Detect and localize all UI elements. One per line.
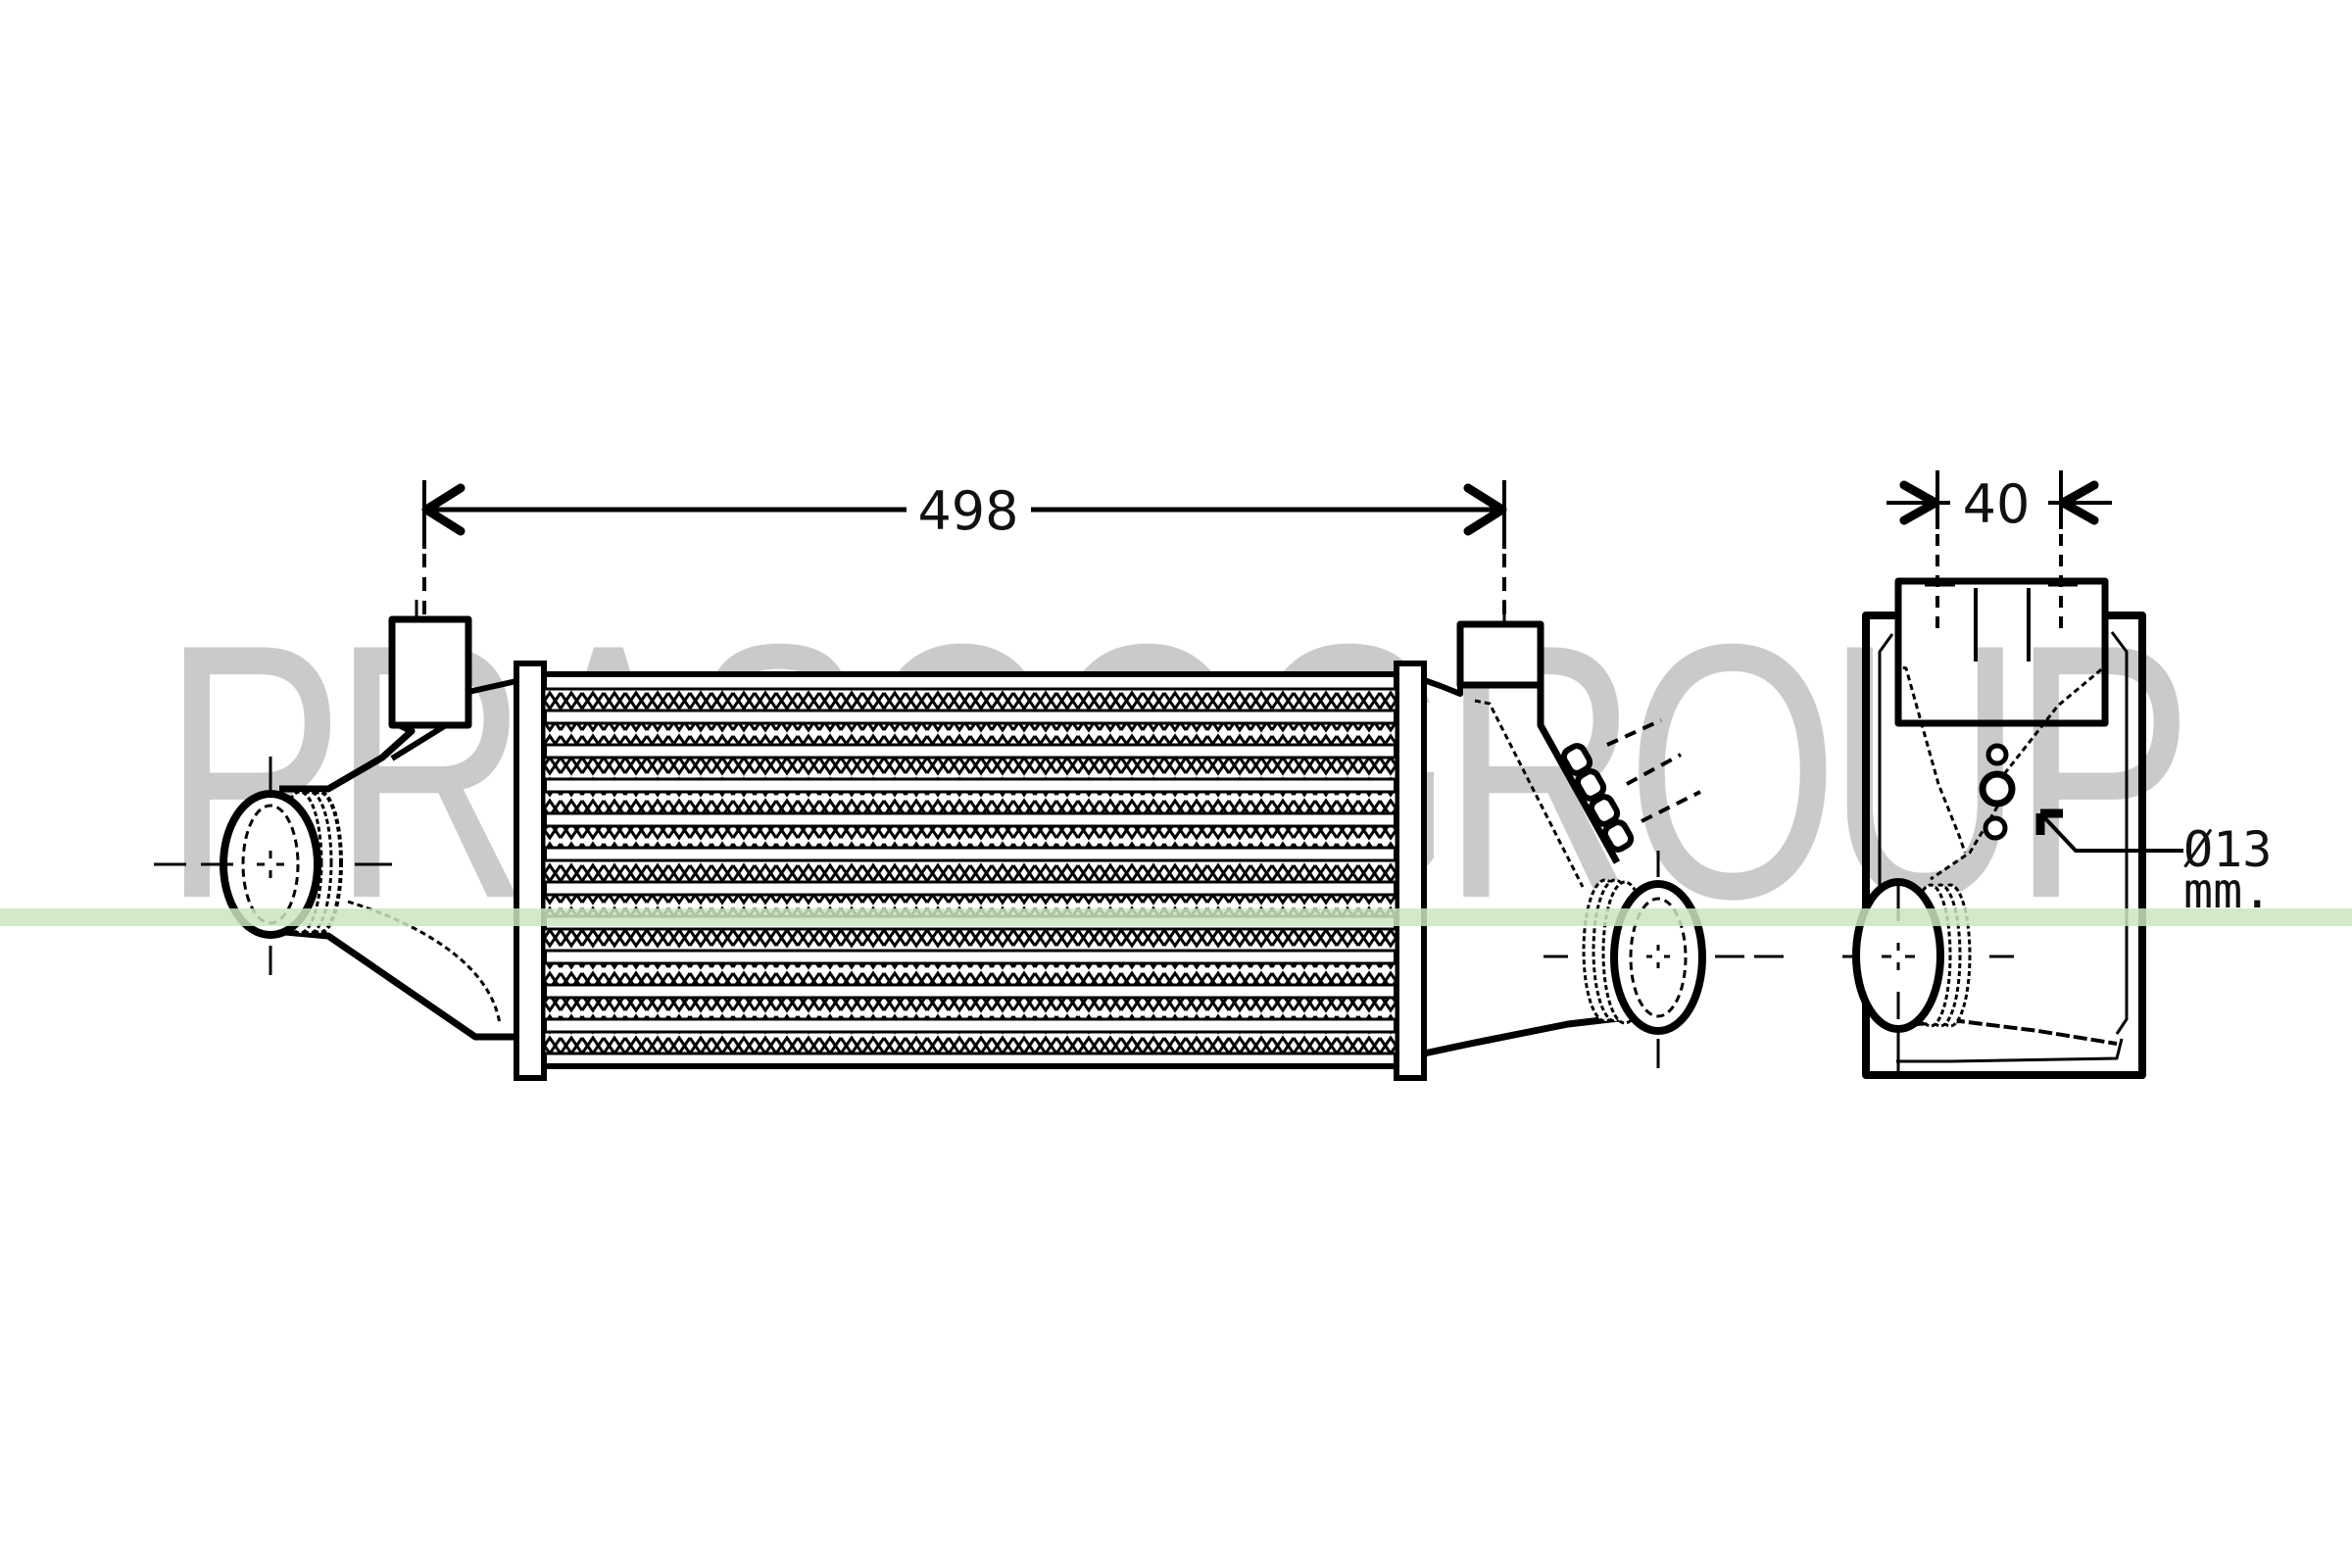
- right-tank: [1423, 600, 1701, 1057]
- hole-diameter-label: Ø13: [2183, 821, 2272, 878]
- side-view: [1862, 470, 2183, 1079]
- core-fin-rows: [542, 687, 1398, 1055]
- depth-dimension-label: 40: [1963, 473, 2031, 535]
- length-dimension: [421, 480, 1507, 615]
- intercooler-core: [514, 661, 1427, 1081]
- length-dimension-label: 498: [917, 480, 1018, 542]
- left-pipe-outlet: [154, 757, 392, 975]
- guide-line: [0, 908, 2352, 926]
